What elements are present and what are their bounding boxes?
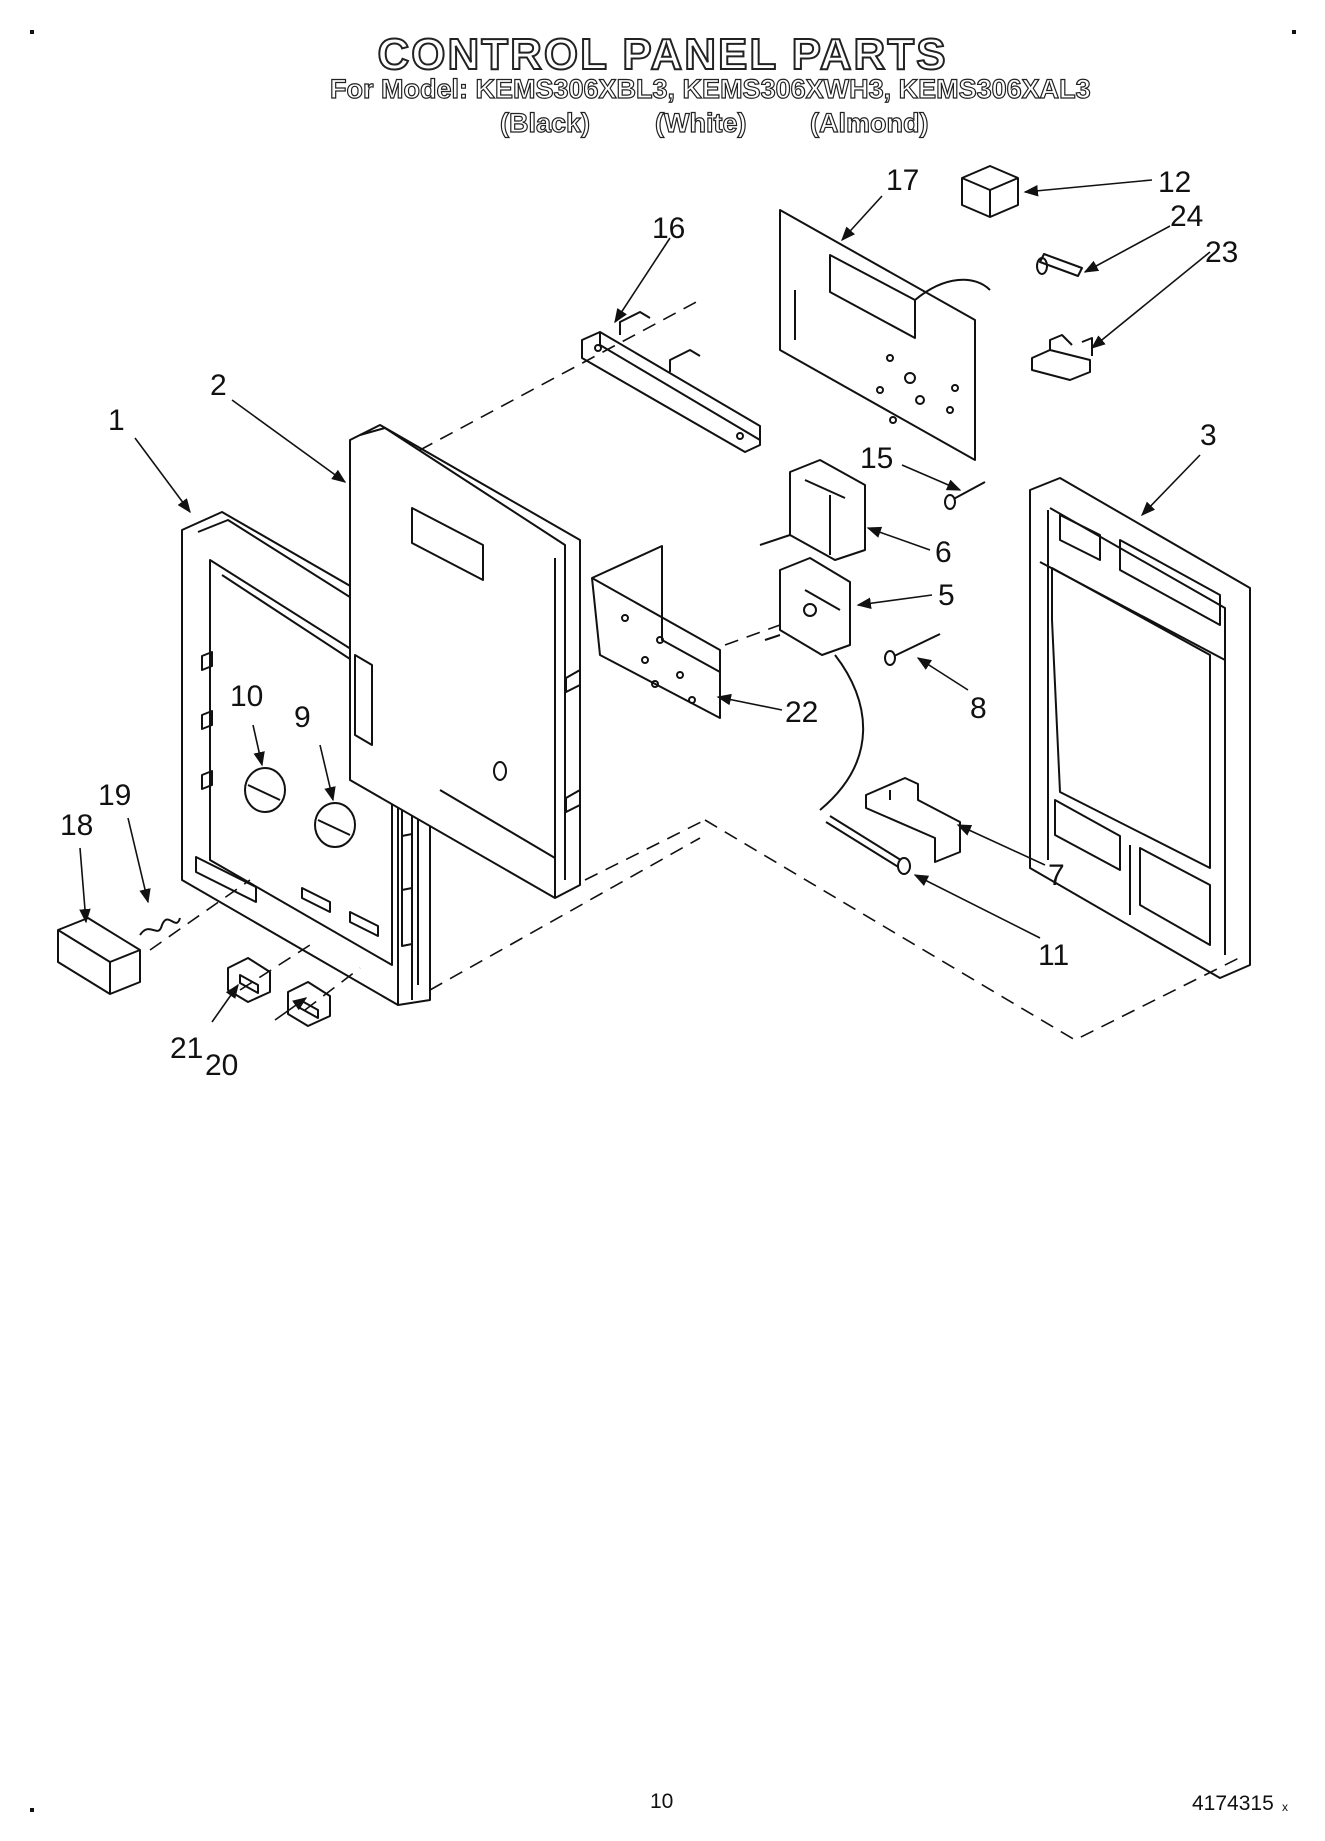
- part-15-screw: [944, 481, 986, 510]
- page-number: 10: [650, 1790, 674, 1813]
- part-12-relay: [961, 165, 1019, 218]
- part-16-bracket: [581, 311, 761, 453]
- part-22-bracket: [591, 545, 721, 719]
- leader-arrow-5: [856, 594, 933, 609]
- callout-2: 2: [210, 369, 227, 402]
- callout-18: 18: [60, 809, 93, 842]
- assembly-line: [304, 967, 361, 1011]
- assembly-line: [704, 819, 1246, 1041]
- page-title: CONTROL PANEL PARTS: [376, 29, 948, 80]
- leader-arrow-16: [614, 237, 671, 324]
- callout-22: 22: [785, 696, 818, 729]
- callout-1: 1: [108, 404, 125, 437]
- part-21-switch: [227, 957, 271, 1003]
- leader-arrow-8: [916, 657, 969, 691]
- leader-arrow-22: [716, 693, 783, 711]
- part-23-fuse-holder: [1031, 334, 1093, 381]
- variant-black: (Black): [499, 107, 591, 138]
- callout-8: 8: [970, 692, 987, 725]
- part-17-control-board: [779, 209, 991, 461]
- leader-arrow-15: [901, 464, 962, 491]
- part-2-rear-panel: [349, 424, 581, 899]
- leader-arrow-9: [319, 744, 336, 802]
- callout-24: 24: [1170, 200, 1203, 233]
- callout-7: 7: [1048, 859, 1065, 892]
- callout-19: 19: [98, 779, 131, 812]
- corner-mark-top-right: [1292, 30, 1296, 34]
- callout-21: 21: [170, 1032, 203, 1065]
- leader-arrow-10: [252, 724, 265, 767]
- part-8-screw: [884, 633, 941, 666]
- leader-arrow-24: [1083, 225, 1171, 273]
- part-7-latch: [865, 777, 961, 863]
- leader-arrow-23: [1090, 251, 1211, 349]
- document-mark: x: [1282, 1800, 1288, 1814]
- part-11-rod: [825, 815, 911, 875]
- leader-arrow-12: [1023, 179, 1153, 197]
- callout-11: 11: [1038, 939, 1069, 972]
- variant-almond: (Almond): [809, 107, 929, 138]
- assembly-line: [149, 879, 251, 951]
- part-19-spring: [139, 917, 181, 936]
- leader-arrow-7: [956, 824, 1046, 866]
- callout-15: 15: [860, 442, 893, 475]
- part-5-timer: [764, 557, 865, 811]
- callout-3: 3: [1200, 419, 1217, 452]
- leader-arrow-21: [211, 983, 239, 1023]
- assembly-line: [419, 299, 701, 451]
- callout-6: 6: [935, 536, 952, 569]
- leader-arrow-17: [841, 195, 883, 242]
- variant-white: (White): [654, 107, 747, 138]
- leader-arrow-2: [231, 399, 347, 483]
- leader-arrow-11: [913, 874, 1041, 939]
- assembly-line: [429, 837, 701, 991]
- leader-arrow-3: [1140, 454, 1201, 517]
- part-10-knob: [244, 767, 286, 813]
- part-3-side-housing: [1029, 477, 1251, 979]
- leader-arrow-20: [274, 997, 308, 1021]
- leader-arrow-1: [134, 437, 191, 514]
- document-number: 4174315: [1192, 1792, 1274, 1815]
- callout-20: 20: [205, 1049, 238, 1082]
- leader-arrow-6: [866, 526, 931, 551]
- part-18-button: [57, 917, 141, 995]
- assembly-line: [724, 624, 781, 646]
- model-numbers: For Model: KEMS306XBL3, KEMS306XWH3, KEM…: [329, 73, 1091, 104]
- leader-arrow-19: [127, 817, 151, 904]
- callout-17: 17: [886, 164, 919, 197]
- corner-mark-top-left: [30, 30, 34, 34]
- part-24-fuse: [1036, 253, 1083, 277]
- part-6-transformer: [759, 459, 866, 561]
- corner-mark-bottom-left: [30, 1808, 34, 1812]
- part-20-switch: [287, 981, 331, 1027]
- callout-5: 5: [938, 579, 955, 612]
- callout-16: 16: [652, 212, 685, 245]
- leader-arrow-18: [79, 847, 91, 924]
- callout-10: 10: [230, 680, 263, 713]
- part-9-knob: [314, 802, 356, 848]
- assembly-line: [584, 819, 706, 881]
- callout-9: 9: [294, 701, 311, 734]
- callout-23: 23: [1205, 236, 1238, 269]
- callout-12: 12: [1158, 166, 1191, 199]
- assembly-line: [239, 944, 311, 991]
